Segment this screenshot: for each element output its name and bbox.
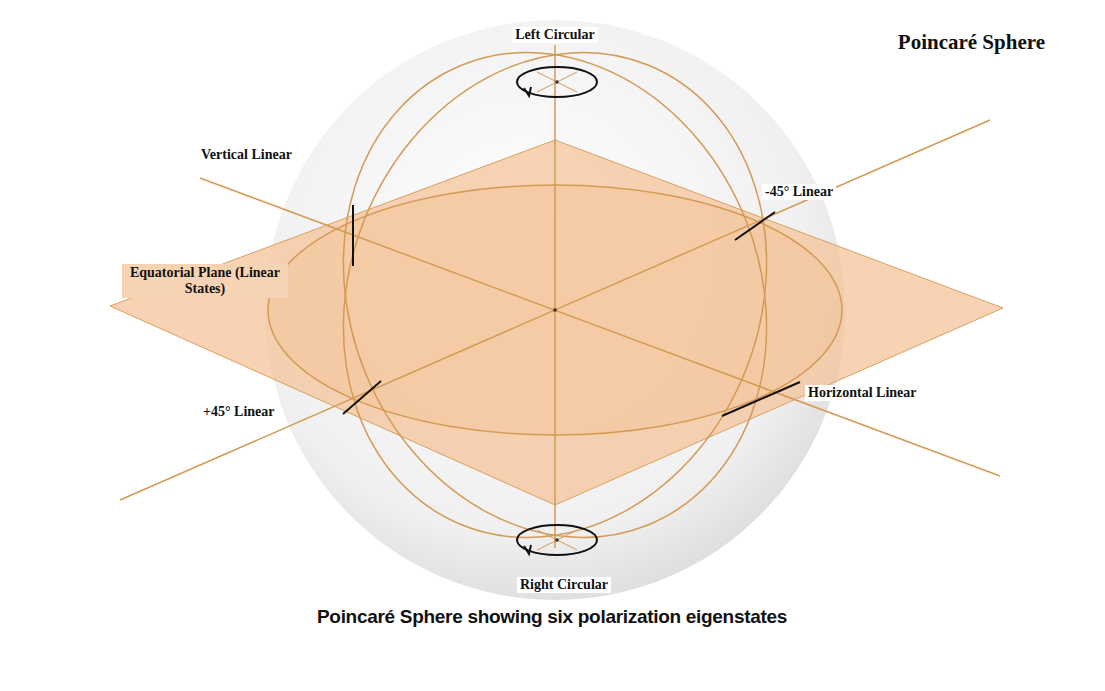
pole-label: Right Circular — [517, 577, 611, 593]
plus45-glyph — [343, 381, 381, 414]
meridian — [272, 0, 838, 602]
meridian — [272, 0, 838, 602]
arrow-mark — [524, 545, 531, 554]
circular-glyph — [517, 67, 597, 97]
circular-glyph — [517, 525, 597, 555]
state-label: Vertical Linear — [198, 147, 295, 163]
plane-label: Equatorial Plane (Linear States) — [122, 264, 288, 298]
state-label: Horizontal Linear — [805, 385, 920, 401]
diagram-title: Poincaré Sphere — [898, 30, 1045, 54]
sphere — [265, 20, 845, 600]
minus45-glyph — [735, 212, 775, 240]
horizontal-glyph — [722, 382, 800, 416]
arrow-mark — [524, 87, 531, 96]
equatorial-plane — [110, 140, 1003, 505]
axis — [554, 45, 556, 548]
state-label: +45° Linear — [200, 404, 278, 420]
vertical-glyph — [352, 205, 354, 266]
state-label: -45° Linear — [762, 184, 836, 200]
pole-label: Left Circular — [512, 27, 597, 43]
axis — [120, 120, 990, 500]
figure-caption: Poincaré Sphere showing six polarization… — [317, 606, 787, 628]
axis — [200, 178, 1000, 476]
